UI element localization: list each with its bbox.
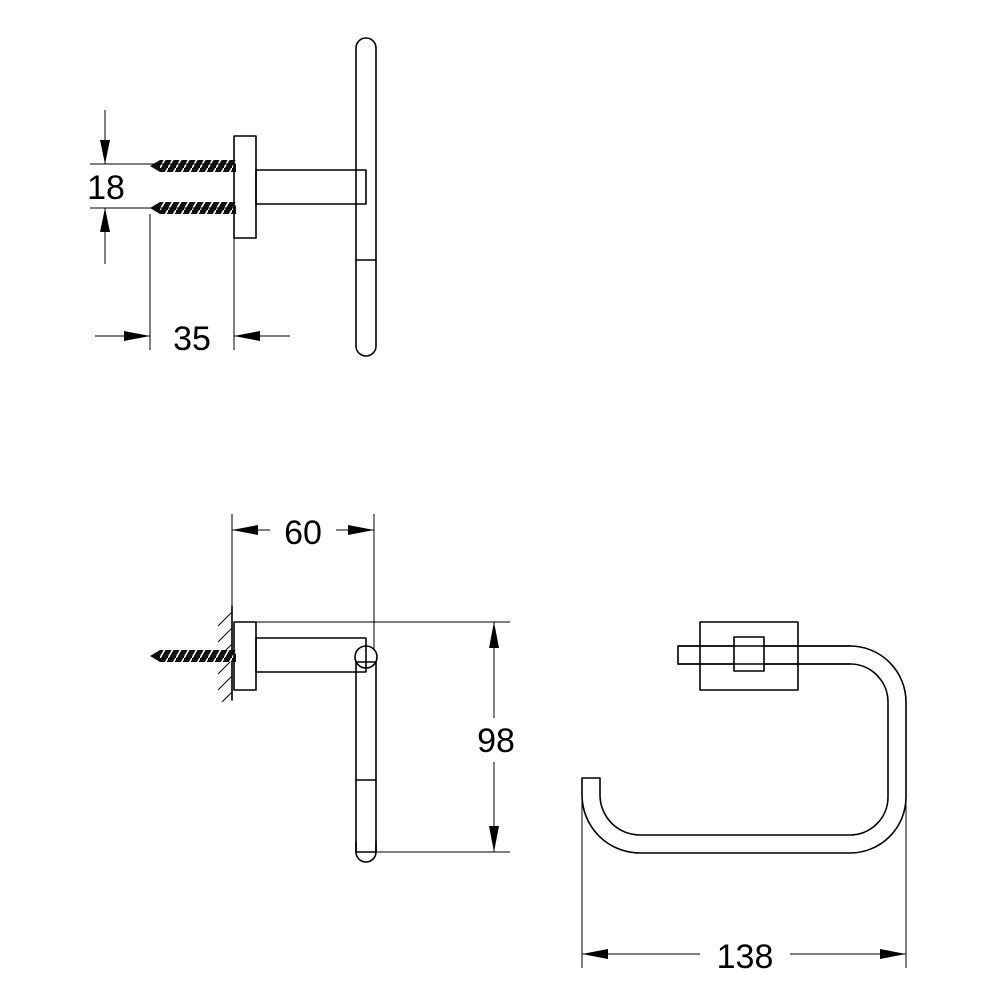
- wall-plate: [233, 135, 257, 239]
- mount-boss: [733, 636, 765, 672]
- wall-plate-front: [699, 621, 799, 691]
- arm: [255, 637, 367, 673]
- dim-98: 98: [256, 621, 515, 853]
- label-35: 35: [173, 320, 211, 358]
- dim-35: 35: [95, 214, 290, 358]
- label-98: 98: [477, 722, 515, 760]
- dim-60: 60: [231, 514, 375, 650]
- screw-upper: [150, 160, 236, 172]
- dim-18: 18: [87, 110, 234, 264]
- label-138: 138: [717, 938, 774, 976]
- screw: [150, 650, 236, 662]
- bottom-side-view: 60 98: [150, 514, 515, 863]
- wall-plate: [233, 621, 257, 691]
- bottom-front-view: 138: [581, 621, 907, 976]
- towel-ring: [581, 645, 907, 854]
- label-60: 60: [284, 514, 322, 552]
- dim-138: 138: [581, 795, 907, 976]
- top-view: 18 35: [87, 37, 377, 358]
- rod-end-circle: [354, 645, 378, 669]
- label-18: 18: [87, 169, 125, 207]
- arm: [255, 169, 367, 205]
- vertical-rod: [355, 37, 377, 357]
